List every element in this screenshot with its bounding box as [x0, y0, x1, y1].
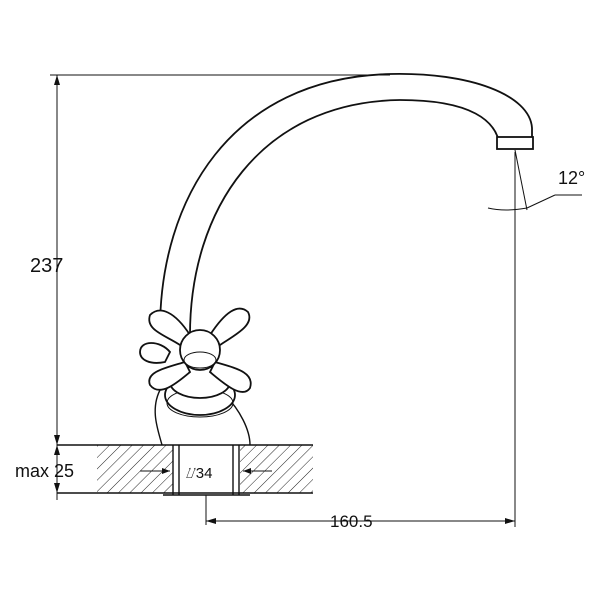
reach-dimension — [205, 152, 516, 527]
angle-dimension — [487, 149, 582, 211]
faucet-handle — [139, 307, 252, 393]
max-thickness-label: max 25 — [15, 461, 74, 481]
angle-label: 12° — [558, 168, 585, 188]
reach-label: 160.5 — [330, 512, 373, 531]
height-label: 237 — [30, 255, 63, 277]
hole-diameter-label: ⌰34 — [186, 465, 213, 482]
height-dimension — [50, 74, 390, 500]
countertop — [57, 444, 313, 496]
faucet-spout — [159, 73, 534, 337]
